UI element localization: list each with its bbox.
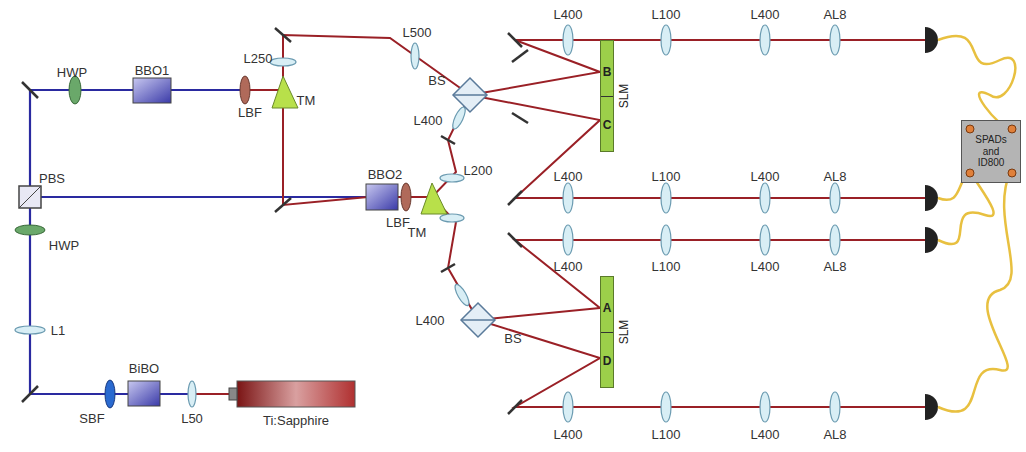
lenses (15, 25, 840, 422)
component-label: LBF (238, 106, 262, 119)
slm-panel: BCSLM (600, 40, 614, 152)
slm-title: SLM (618, 320, 630, 345)
slm-divider (601, 332, 613, 333)
component-label: SBF (79, 412, 104, 425)
component-label: L100 (652, 260, 681, 273)
component-label: L400 (554, 170, 583, 183)
slm-region: C (603, 119, 612, 131)
slm-region: D (603, 355, 612, 367)
component-label: L1 (51, 324, 65, 337)
slm-region: B (603, 66, 612, 78)
slm-panel: ADSLM (600, 276, 614, 388)
component-label: Ti:Sapphire (263, 414, 329, 427)
component-label: BBO1 (135, 64, 170, 77)
component-label: BiBO (129, 362, 159, 375)
component-label: L400 (554, 8, 583, 21)
component-label: L200 (464, 164, 493, 177)
component-label: TM (408, 226, 427, 239)
component-label: L400 (751, 260, 780, 273)
component-label: HWP (49, 239, 79, 252)
slm-divider (601, 96, 613, 97)
slm-region: A (603, 302, 612, 314)
photon-beams (192, 35, 925, 407)
detectors (925, 27, 938, 420)
laser-body (237, 381, 355, 407)
waveplates-filters (15, 76, 411, 408)
component-label: L400 (416, 314, 445, 327)
component-label: L400 (414, 114, 443, 127)
component-label: L400 (554, 428, 583, 441)
component-label: AL8 (823, 8, 846, 21)
component-label: BS (428, 74, 445, 87)
pump-beam (30, 90, 368, 394)
component-label: BBO2 (368, 168, 403, 181)
component-label: L50 (181, 412, 203, 425)
component-label: L400 (751, 428, 780, 441)
component-label: L400 (751, 170, 780, 183)
box-label: SPADs and ID800 (975, 134, 1007, 169)
crystals (19, 78, 398, 406)
component-label: AL8 (823, 428, 846, 441)
detector-box: SPADs and ID800 (961, 120, 1021, 183)
component-label: L250 (244, 52, 273, 65)
component-label: L100 (652, 170, 681, 183)
slm-title: SLM (618, 84, 630, 109)
component-label: L400 (751, 8, 780, 21)
component-label: LBF (386, 216, 410, 229)
beam-splitters (453, 78, 495, 337)
mirrors (22, 28, 528, 414)
laser-aperture (229, 388, 237, 400)
component-label: L100 (652, 8, 681, 21)
component-label: L500 (403, 26, 432, 39)
prisms (272, 76, 447, 214)
component-label: HWP (57, 66, 87, 79)
component-label: L100 (652, 428, 681, 441)
component-label: AL8 (823, 170, 846, 183)
component-label: AL8 (823, 260, 846, 273)
component-label: TM (297, 94, 316, 107)
component-label: PBS (39, 172, 65, 185)
component-label: BS (504, 332, 521, 345)
fibers (938, 36, 1015, 412)
component-label: L400 (554, 260, 583, 273)
